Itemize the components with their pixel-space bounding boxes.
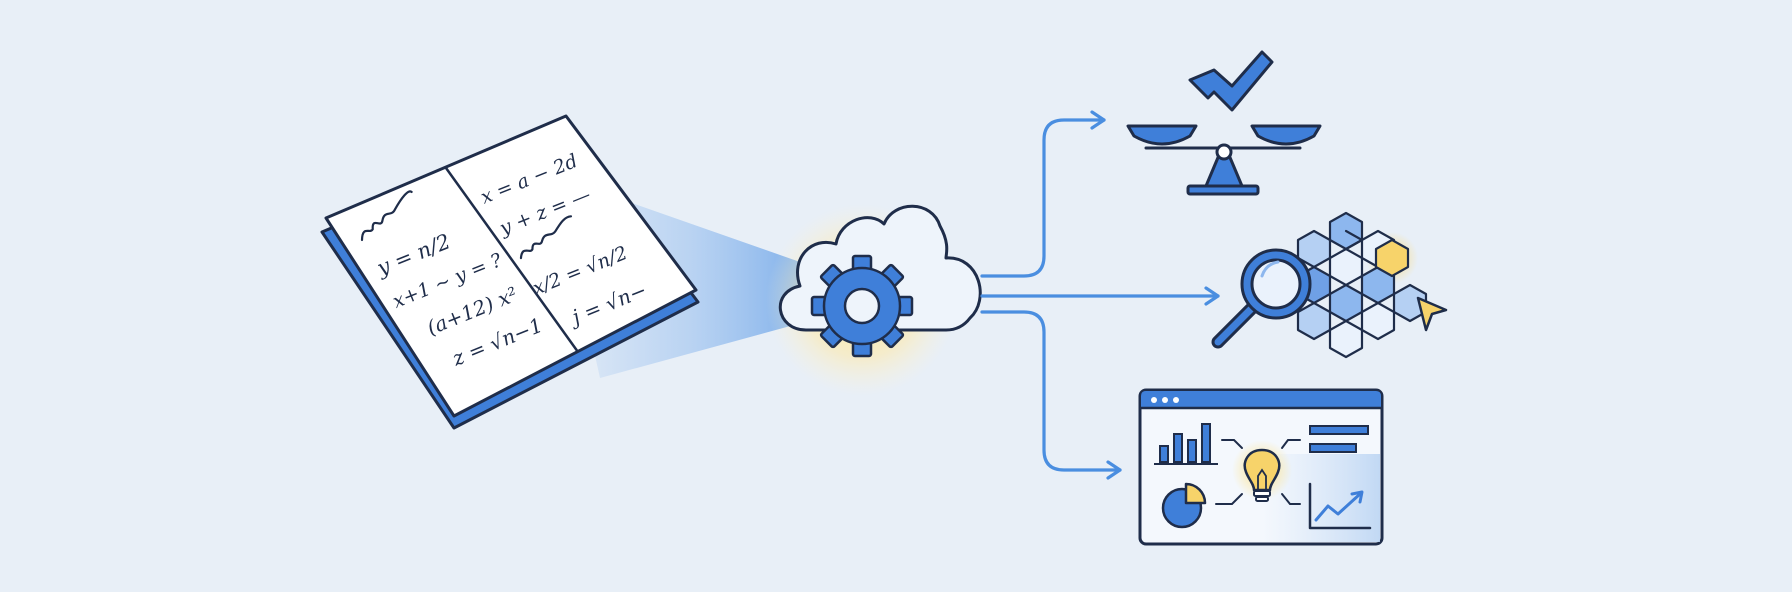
arrow-to-dashboard — [980, 310, 1122, 480]
connector-arrows — [980, 110, 1220, 480]
text-lines-icon — [1309, 425, 1369, 453]
check-mark-icon — [1188, 50, 1274, 112]
magnifier-hex-network-icon — [1211, 211, 1448, 359]
lightbulb-icon — [1232, 440, 1292, 502]
window-dot — [1151, 397, 1157, 403]
balance-scale-check-icon — [1126, 50, 1322, 196]
open-notebook-icon: y = n/2 x+1 ~ y = ? (a+12) x² z = √n−1 x… — [320, 114, 700, 430]
analytics-dashboard-icon — [1138, 388, 1384, 546]
gear-icon — [810, 254, 914, 358]
cursor-pointer-icon — [1416, 296, 1448, 332]
cloud-gear-icon — [766, 204, 982, 396]
pie-chart-icon — [1161, 482, 1207, 529]
arrow-to-scale — [980, 110, 1106, 278]
connector-lines — [1215, 439, 1301, 505]
bar-chart-icon — [1154, 423, 1218, 465]
window-dot — [1173, 397, 1179, 403]
scribble-line — [519, 215, 573, 260]
hex-network — [1296, 211, 1428, 359]
magnifier-icon — [1211, 248, 1312, 349]
scribble-line — [360, 190, 413, 242]
trend-chart-icon — [1308, 482, 1372, 530]
window-dot — [1162, 397, 1168, 403]
